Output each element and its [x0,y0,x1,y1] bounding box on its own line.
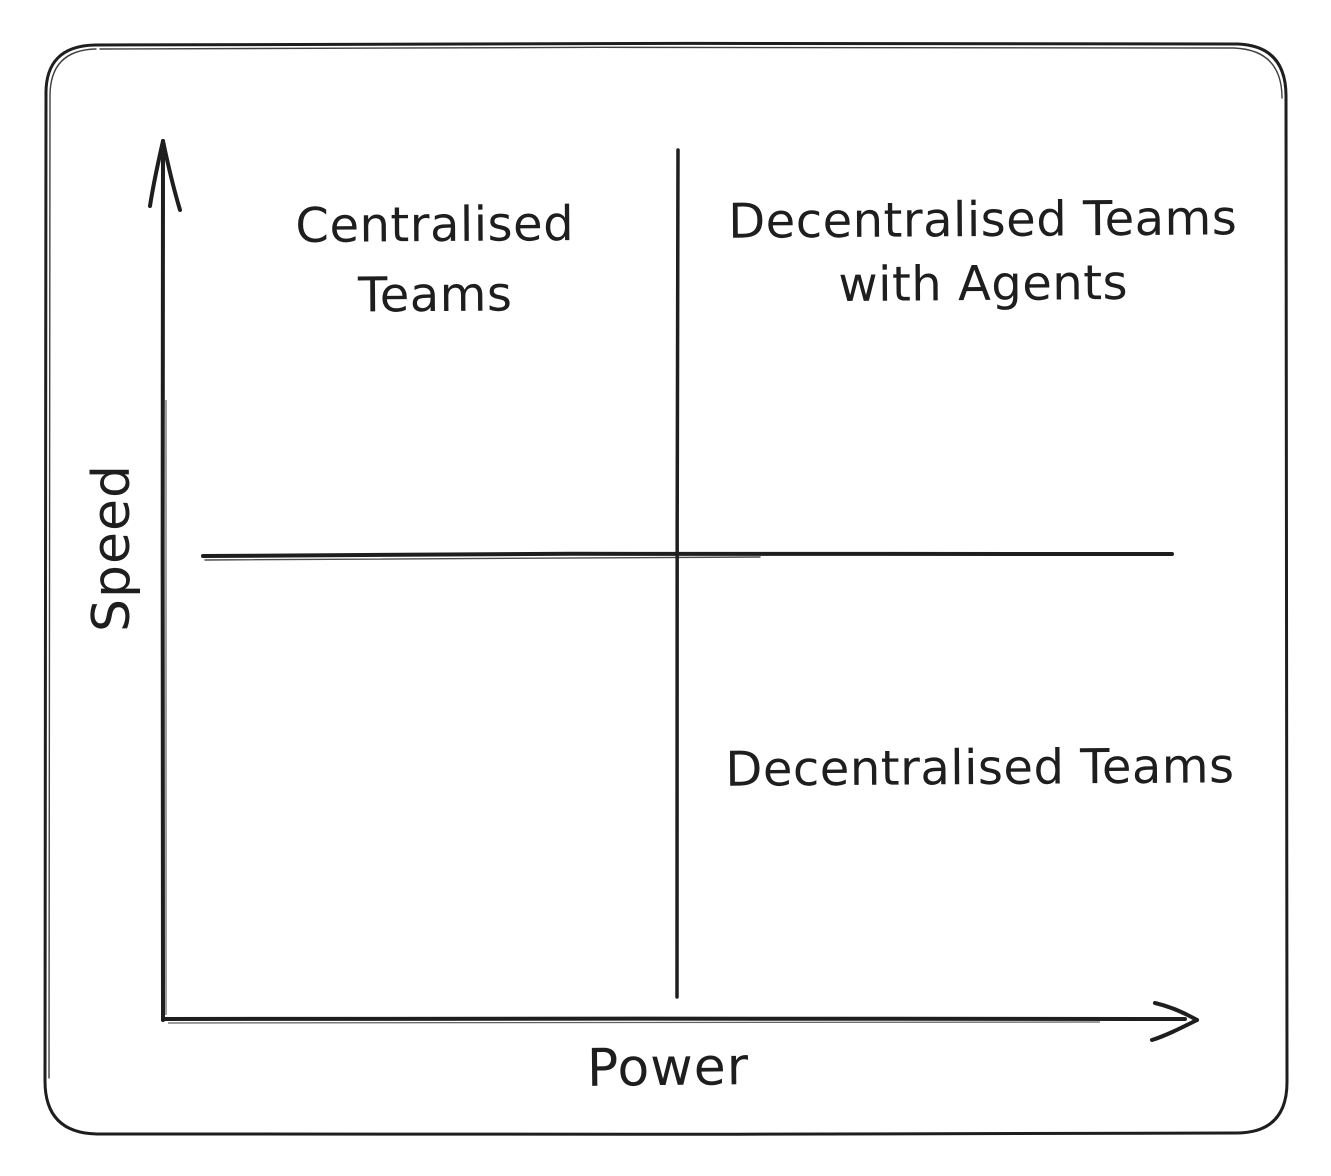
vertical-divider-line [675,148,680,999]
quadrant-label-line: Teams [357,266,513,324]
quadrant-label-top-right: Decentralised Teams with Agents [728,186,1238,318]
quadrant-label-top-left: Centralised Teams [295,189,575,331]
y-axis-label: Speed [82,463,142,633]
x-axis-arrow [161,1001,1199,1042]
horizontal-divider-line [201,551,1174,561]
x-axis-label: Power [586,1037,750,1099]
quadrant-label-bottom-right: Decentralised Teams [725,731,1235,805]
quadrant-label-line: Centralised [295,196,575,254]
y-axis-arrow [148,139,182,1022]
outer-border [43,41,1289,1136]
quadrant-label-line: Decentralised Teams [725,738,1235,798]
quadrant-label-line: with Agents [838,254,1129,314]
quadrant-label-line: Decentralised Teams [728,190,1238,250]
